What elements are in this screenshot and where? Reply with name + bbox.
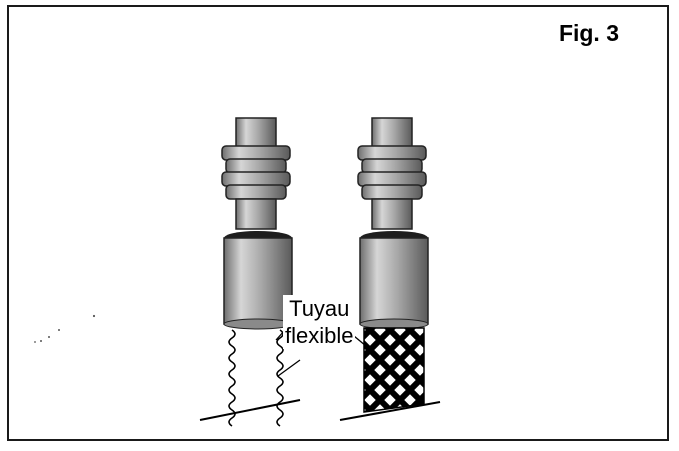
callout-line-2: flexible bbox=[285, 323, 354, 348]
leader-line-bottom bbox=[277, 359, 301, 377]
leader-line-right bbox=[353, 335, 367, 347]
right-braided-hose bbox=[363, 327, 425, 413]
figure-label: Fig. 3 bbox=[558, 20, 619, 46]
figure-frame bbox=[7, 5, 669, 441]
right-fitting bbox=[357, 117, 429, 330]
scan-speckles bbox=[34, 314, 96, 343]
hose-callout: Tuyau flexible bbox=[283, 295, 356, 349]
left-fitting bbox=[221, 117, 293, 330]
left-base-line bbox=[199, 399, 301, 421]
left-corrugated-hose bbox=[228, 329, 284, 427]
right-base-line bbox=[339, 401, 441, 421]
callout-line-1: Tuyau bbox=[289, 296, 350, 321]
